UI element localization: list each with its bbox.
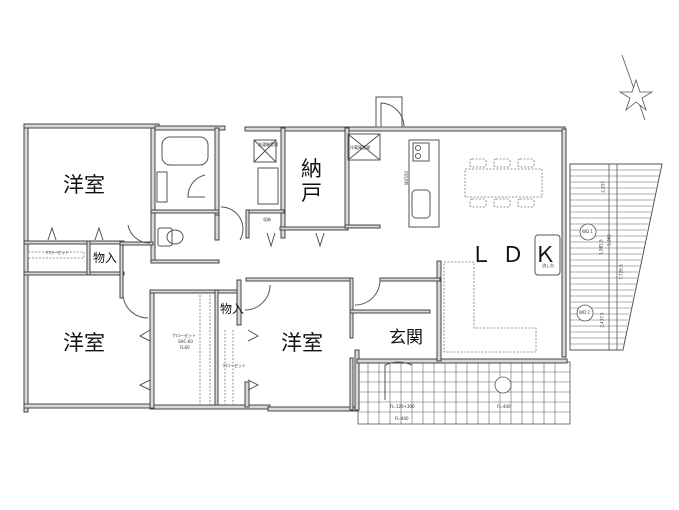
label-closet-3: クローゼット [222, 363, 246, 368]
label-deck-1: WD 1 [582, 229, 593, 234]
toilet [157, 227, 173, 247]
hand-wash-sink [534, 234, 561, 276]
label-closet-2: クローゼット [172, 333, 196, 338]
room-label-western-1: 洋室 [63, 173, 105, 197]
label-kitchen-width: W2550 [404, 170, 410, 186]
stove [412, 142, 430, 162]
deck-dim-3: 1,981.5 [598, 239, 604, 255]
door-swing [122, 294, 149, 319]
room-label-storage: 納戸 [301, 157, 323, 205]
closet-rail-1 [27, 251, 85, 259]
washing-machine-space [253, 139, 277, 163]
storage-label-text: 納戸 [301, 157, 322, 205]
room-label-ldk: ＬＤＫ [470, 243, 567, 268]
dining-table [464, 168, 543, 198]
service-door [375, 96, 403, 128]
bathtub [161, 136, 209, 166]
washroom-counter [156, 171, 168, 203]
label-closet-2-sub2: FL60 [180, 345, 190, 350]
label-closet-2-sub1: SHC-60 [178, 339, 193, 344]
compass-icon [618, 54, 654, 121]
wood-deck [569, 163, 663, 351]
label-storage-2: 物入 [220, 302, 245, 316]
deck-dim-5: 2,437.5 [599, 312, 605, 328]
label-entrance-fl: FL-120+300 [390, 404, 415, 409]
porch-tiles [357, 361, 571, 425]
label-deck-2: WD 2 [579, 310, 590, 315]
label-washer: 洗濯機置場 [258, 142, 278, 147]
label-closet-1: クローゼット [45, 250, 69, 255]
sofa [443, 261, 537, 353]
label-laundry: 収納 [263, 217, 271, 222]
vanity [257, 167, 279, 205]
label-porch-fl-2: FL-400 [497, 404, 511, 409]
label-fridge: 冷蔵庫置場 [350, 145, 370, 150]
room-label-entrance: 玄関 [389, 328, 423, 348]
fridge-space [347, 133, 381, 161]
label-porch-fl: FL-400 [395, 416, 409, 421]
room-label-western-3: 洋室 [281, 331, 323, 355]
deck-dim-1: 2,337 [600, 181, 606, 193]
kitchen-sink [411, 189, 431, 219]
bath-door-swing [187, 174, 206, 198]
room-label-western-2: 洋室 [63, 331, 105, 355]
label-storage-1: 物入 [93, 251, 118, 265]
interior-walls [23, 127, 442, 411]
label-sink: 流し台 [542, 263, 554, 268]
deck-dim-2: 1,363 [606, 234, 612, 246]
deck-dim-4: 7,726.5 [618, 264, 624, 280]
kitchen-counter [408, 139, 440, 228]
